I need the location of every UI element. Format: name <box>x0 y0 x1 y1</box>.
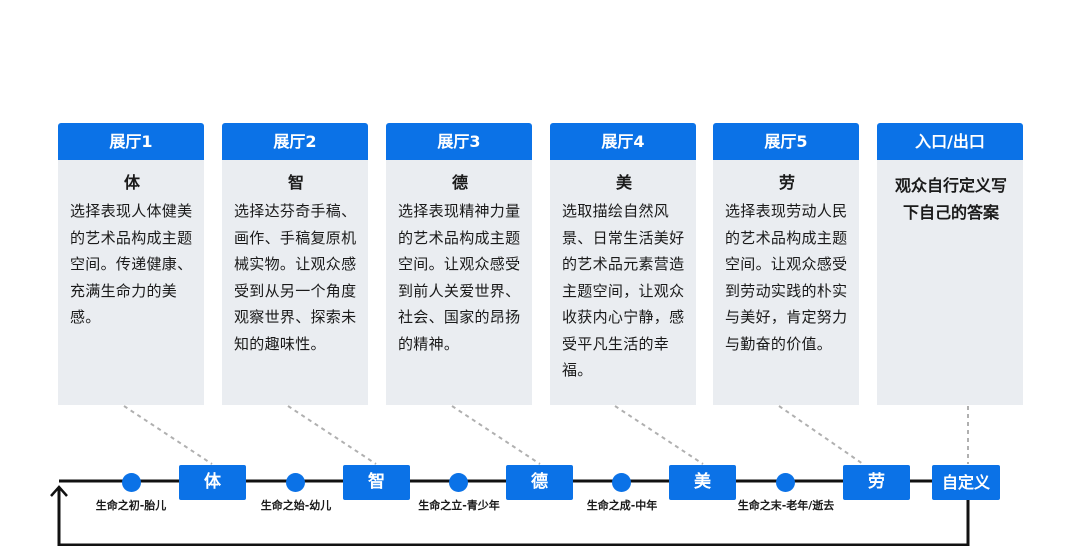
hall-title: 体 <box>123 173 140 192</box>
stage-dot <box>122 473 141 492</box>
hall-header: 展厅2 <box>222 123 368 160</box>
hall-header: 展厅3 <box>386 123 532 160</box>
hall-title: 智 <box>287 173 304 192</box>
hall-title: 美 <box>615 173 632 192</box>
hall-card-3: 展厅3 德选择表现精神力量的艺术品构成主题空间。让观众感受到前人关爱世界、社会、… <box>386 123 532 405</box>
flow-node-custom: 自定义 <box>932 465 1000 500</box>
hall-title: 德 <box>451 173 468 192</box>
stage-dot <box>286 473 305 492</box>
hall-header: 展厅5 <box>713 123 859 160</box>
hall-description: 选取描绘自然风景、日常生活美好的艺术品元素营造主题空间，让观众收获内心宁静，感受… <box>562 202 685 379</box>
hall-card-4: 展厅4 美选取描绘自然风景、日常生活美好的艺术品元素营造主题空间，让观众收获内心… <box>550 123 696 405</box>
stage-label: 生命之末-老年/逝去 <box>737 499 835 512</box>
flow-node-beauty: 美 <box>669 465 736 500</box>
stage-label: 生命之成-中年 <box>586 499 658 512</box>
hall-header: 展厅4 <box>550 123 696 160</box>
hall-header: 入口/出口 <box>877 123 1023 160</box>
flow-node-body: 体 <box>179 465 246 500</box>
stage-label: 生命之立-青少年 <box>418 499 500 512</box>
dashed-connectors <box>123 405 969 465</box>
hall-description: 选择表现劳动人民的艺术品构成主题空间。让观众感受到劳动实践的朴实与美好，肯定努力… <box>725 202 848 353</box>
flow-node-intellect: 智 <box>343 465 410 500</box>
hall-card-5: 展厅5 劳选择表现劳动人民的艺术品构成主题空间。让观众感受到劳动实践的朴实与美好… <box>713 123 859 405</box>
stage-dot <box>449 473 468 492</box>
hall-card-2: 展厅2 智选择达芬奇手稿、画作、手稿复原机械实物。让观众感受到从另一个角度观察世… <box>222 123 368 405</box>
hall-description: 选择达芬奇手稿、画作、手稿复原机械实物。让观众感受到从另一个角度观察世界、探索未… <box>234 202 357 353</box>
stage-label: 生命之始-幼儿 <box>260 499 332 512</box>
hall-description: 选择表现精神力量的艺术品构成主题空间。让观众感受到前人关爱世界、社会、国家的昂扬… <box>398 202 521 353</box>
hall-title: 劳 <box>778 173 795 192</box>
hall-header: 展厅1 <box>58 123 204 160</box>
hall-card-1: 展厅1 体选择表现人体健美的艺术品构成主题空间。传递健康、充满生命力的美感。 <box>58 123 204 405</box>
hall-description: 选择表现人体健美的艺术品构成主题空间。传递健康、充满生命力的美感。 <box>70 202 193 326</box>
entrance-exit-card: 入口/出口 观众自行定义写下自己的答案 <box>877 123 1023 405</box>
hall-title: 观众自行定义写下自己的答案 <box>894 176 1007 222</box>
flow-node-labor: 劳 <box>843 465 910 500</box>
flow-node-virtue: 德 <box>506 465 573 500</box>
stage-dot <box>776 473 795 492</box>
stage-dot <box>612 473 631 492</box>
stage-label: 生命之初-胎儿 <box>95 499 167 512</box>
